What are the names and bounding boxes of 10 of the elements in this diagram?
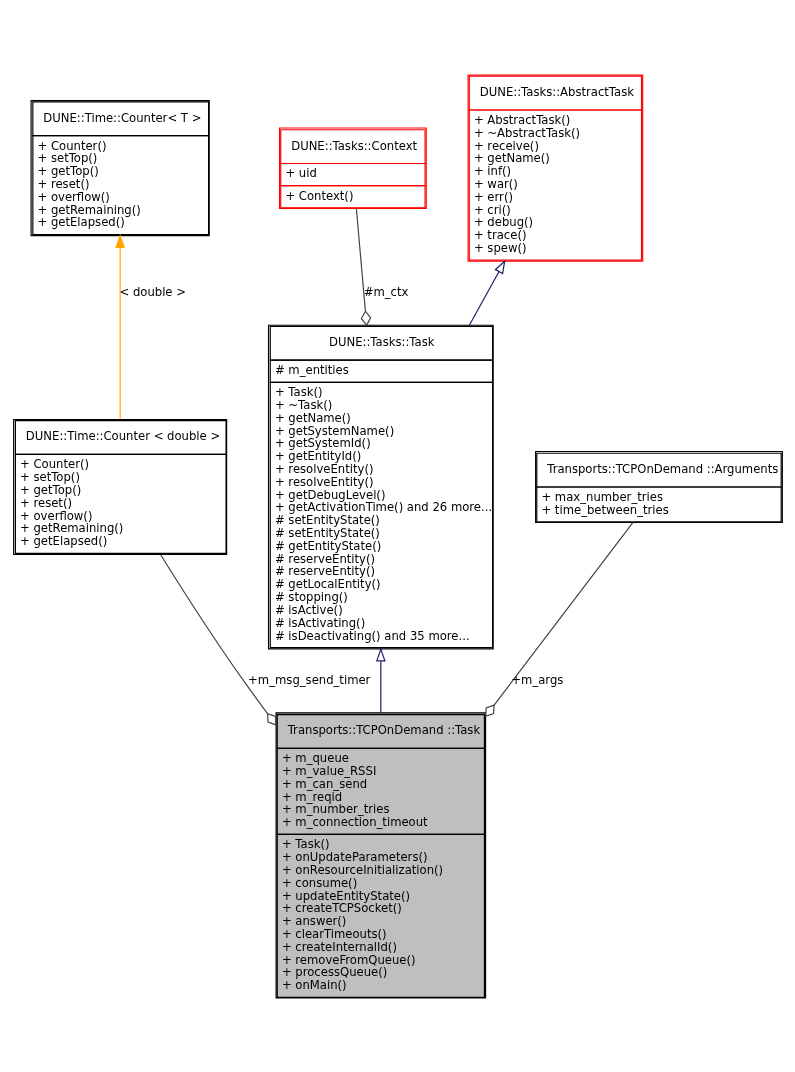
connector xyxy=(484,521,633,717)
edge-label: +m_args xyxy=(510,672,563,687)
connector xyxy=(355,207,371,326)
arrow xyxy=(375,647,386,713)
arrow xyxy=(114,233,125,420)
edge-label: < double > xyxy=(118,284,186,299)
arrow xyxy=(468,259,505,326)
edge-label: #m_ctx xyxy=(363,284,408,299)
edge-label: +m_msg_send_timer xyxy=(247,672,370,687)
connector xyxy=(159,553,277,726)
